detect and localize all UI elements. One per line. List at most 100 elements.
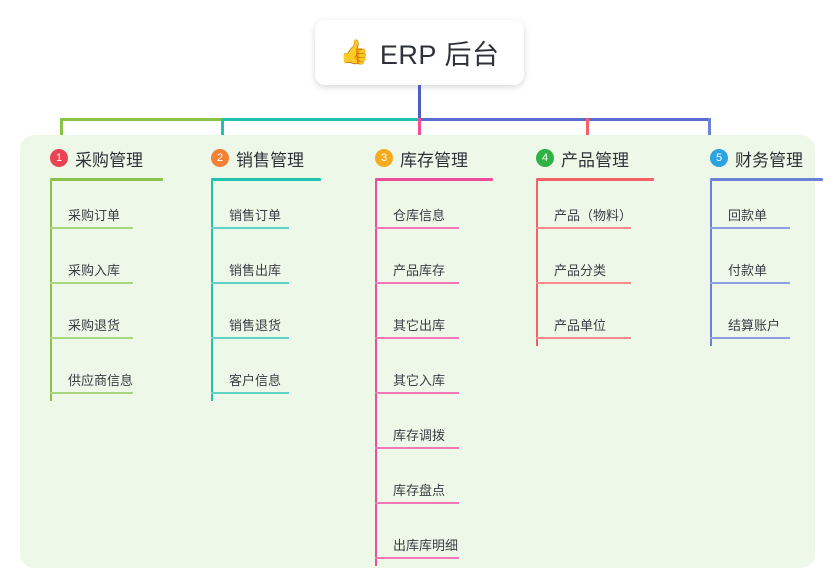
leaf-item[interactable]: 结算账户 <box>692 291 823 346</box>
leaf-item-rule <box>375 392 459 394</box>
connector-drop-1 <box>60 118 63 146</box>
branch-header-rule-4 <box>536 178 654 181</box>
leaf-item-rule <box>375 447 459 449</box>
branch-badge-2: 2 <box>211 149 229 167</box>
leaf-item-label: 回款单 <box>728 208 768 223</box>
branch-trunk-4 <box>536 181 538 346</box>
leaf-item-rule <box>50 282 133 284</box>
branch-badge-1: 1 <box>50 149 68 167</box>
root-title-text: ERP 后台 <box>379 40 500 70</box>
leaf-item[interactable]: 采购订单 <box>32 181 163 236</box>
connector-root-stem <box>418 85 421 119</box>
leaf-item[interactable]: 产品（物料） <box>518 181 654 236</box>
leaf-item-label: 其它入库 <box>393 373 446 388</box>
leaf-item-label: 产品（物料） <box>554 208 633 223</box>
branch-header-rule-5 <box>710 178 823 181</box>
leaf-item-rule <box>211 337 289 339</box>
leaf-item[interactable]: 产品分类 <box>518 236 654 291</box>
branch-header-2[interactable]: 2 销售管理 <box>193 146 321 170</box>
leaf-item-label: 库存盘点 <box>393 483 446 498</box>
leaf-item-label: 客户信息 <box>229 373 282 388</box>
branch-header-rule-2 <box>211 178 321 181</box>
leaf-item-rule <box>536 227 631 229</box>
leaf-item-label: 付款单 <box>728 263 768 278</box>
branch-title-4: 产品管理 <box>561 150 629 170</box>
leaf-item-rule <box>375 502 459 504</box>
branch-header-rule-3 <box>375 178 493 181</box>
leaf-item-label: 产品分类 <box>554 263 607 278</box>
branch-header-1[interactable]: 1 采购管理 <box>32 146 163 170</box>
connector-bus-blue <box>418 118 711 121</box>
branch-items-1: 采购订单采购入库采购退货供应商信息 <box>32 181 163 401</box>
branch-title-1: 采购管理 <box>75 150 143 170</box>
leaf-item-label: 供应商信息 <box>68 373 134 388</box>
branch-badge-4: 4 <box>536 149 554 167</box>
branch-column-2: 2 销售管理销售订单销售出库销售退货客户信息 <box>193 146 321 401</box>
branch-column-4: 4 产品管理产品（物料） 产品分类产品单位 <box>518 146 654 346</box>
branch-items-4: 产品（物料） 产品分类产品单位 <box>518 181 654 346</box>
leaf-item-rule <box>50 337 133 339</box>
leaf-item-label: 销售出库 <box>229 263 282 278</box>
branch-items-2: 销售订单销售出库销售退货客户信息 <box>193 181 321 401</box>
leaf-item[interactable]: 销售出库 <box>193 236 321 291</box>
branch-trunk-2 <box>211 181 213 401</box>
leaf-item[interactable]: 出库库明细 <box>357 511 493 566</box>
leaf-item-rule <box>710 282 790 284</box>
leaf-item[interactable]: 供应商信息 <box>32 346 163 401</box>
leaf-item[interactable]: 库存调拨 <box>357 401 493 456</box>
leaf-item-label: 库存调拨 <box>393 428 446 443</box>
branch-trunk-3 <box>375 181 377 566</box>
leaf-item-rule <box>375 557 459 559</box>
leaf-item-rule <box>375 337 459 339</box>
leaf-item-rule <box>50 392 133 394</box>
leaf-item[interactable]: 销售退货 <box>193 291 321 346</box>
root-title: 👍 ERP 后台 <box>340 33 500 72</box>
leaf-item-label: 销售退货 <box>229 318 282 333</box>
branch-title-2: 销售管理 <box>236 150 304 170</box>
leaf-item-label: 采购入库 <box>68 263 121 278</box>
leaf-item-label: 产品单位 <box>554 318 607 333</box>
leaf-item-rule <box>375 282 459 284</box>
leaf-item[interactable]: 产品库存 <box>357 236 493 291</box>
leaf-item[interactable]: 其它入库 <box>357 346 493 401</box>
leaf-item-label: 采购退货 <box>68 318 121 333</box>
leaf-item-label: 采购订单 <box>68 208 121 223</box>
connector-bus-teal <box>221 118 419 121</box>
leaf-item[interactable]: 仓库信息 <box>357 181 493 236</box>
leaf-item[interactable]: 客户信息 <box>193 346 321 401</box>
leaf-item-label: 结算账户 <box>728 318 781 333</box>
connector-drop-3 <box>418 118 421 146</box>
leaf-item[interactable]: 其它出库 <box>357 291 493 346</box>
thumbs-up-icon: 👍 <box>339 38 370 66</box>
branch-items-3: 仓库信息产品库存其它出库其它入库库存调拨库存盘点出库库明细 <box>357 181 493 566</box>
leaf-item[interactable]: 采购退货 <box>32 291 163 346</box>
leaf-item[interactable]: 产品单位 <box>518 291 654 346</box>
leaf-item-rule <box>211 282 289 284</box>
connector-drop-4 <box>586 118 589 146</box>
leaf-item-label: 其它出库 <box>393 318 446 333</box>
branch-title-5: 财务管理 <box>735 150 803 170</box>
leaf-item[interactable]: 销售订单 <box>193 181 321 236</box>
connector-drop-2 <box>221 118 224 146</box>
branch-items-5: 回款单付款单结算账户 <box>692 181 823 346</box>
branch-title-3: 库存管理 <box>400 150 468 170</box>
leaf-item-label: 产品库存 <box>393 263 446 278</box>
leaf-item-rule <box>211 227 289 229</box>
leaf-item[interactable]: 付款单 <box>692 236 823 291</box>
leaf-item-label: 销售订单 <box>229 208 282 223</box>
leaf-item-label: 出库库明细 <box>393 538 459 553</box>
leaf-item-rule <box>211 392 289 394</box>
leaf-item[interactable]: 库存盘点 <box>357 456 493 511</box>
leaf-item-rule <box>536 282 631 284</box>
branch-header-4[interactable]: 4 产品管理 <box>518 146 654 170</box>
branch-header-rule-1 <box>50 178 163 181</box>
leaf-item-rule <box>50 227 133 229</box>
leaf-item-rule <box>710 227 790 229</box>
leaf-item[interactable]: 回款单 <box>692 181 823 236</box>
root-node-card[interactable]: 👍 ERP 后台 <box>315 20 524 85</box>
leaf-item[interactable]: 采购入库 <box>32 236 163 291</box>
